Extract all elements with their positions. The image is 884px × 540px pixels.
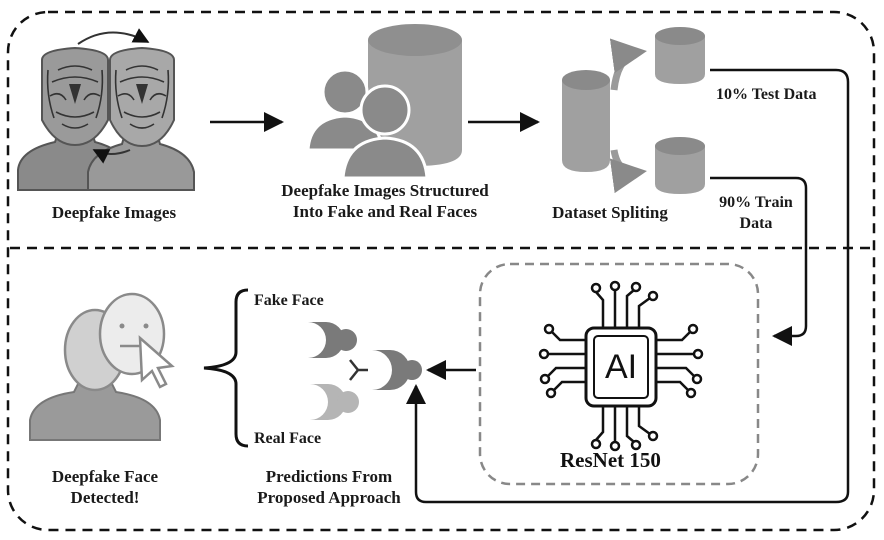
cursor-icon [138, 335, 175, 389]
label-real-face: Real Face [254, 428, 354, 449]
label-train-data-line2: Data [739, 215, 773, 232]
label-detected: Deepfake Face Detected! [20, 466, 190, 508]
outer-frame [6, 10, 876, 532]
label-fake-face-line1: Fake Face [254, 292, 324, 309]
label-real-face-line1: Real Face [254, 430, 322, 447]
arrow-test-data-to-node [406, 68, 850, 504]
arrow-train-data-to-model [710, 176, 808, 346]
label-fake-face: Fake Face [254, 290, 354, 311]
label-test-data: 10% Test Data [716, 84, 846, 105]
neural-node-icon [310, 384, 359, 420]
chip-text: AI [605, 348, 637, 386]
dataset-split-icon [562, 38, 647, 194]
database-icon [655, 137, 705, 194]
neural-node-icon [308, 322, 357, 358]
face-mesh-icon [17, 28, 195, 191]
model-name-text: ResNet 150 [560, 448, 661, 472]
label-structured-line1: Deepfake Images Structured [281, 181, 489, 200]
label-predictions-line2: Proposed Approach [257, 488, 401, 507]
model-name: ResNet 150 [560, 448, 661, 473]
label-detected-line2: Detected! [70, 488, 140, 507]
label-splitting-line1: Dataset Spliting [552, 203, 668, 222]
database-icon [655, 27, 705, 84]
label-predictions-line1: Predictions From [265, 467, 393, 486]
label-test-data-line1: 10% Test Data [716, 86, 817, 103]
label-detected-line1: Deepfake Face [51, 467, 159, 486]
prediction-brace [203, 288, 249, 448]
label-train-data: 90% Train Data [706, 192, 806, 234]
neural-node-icon [372, 350, 422, 390]
label-deepfake-images: Deepfake Images [24, 202, 204, 223]
database-users-icon [306, 24, 462, 180]
model-box [478, 262, 760, 486]
label-splitting: Dataset Spliting [530, 202, 690, 223]
merge-connector [349, 359, 368, 381]
label-structured: Deepfake Images Structured Into Fake and… [256, 180, 514, 222]
label-predictions: Predictions From Proposed Approach [236, 466, 422, 508]
label-train-data-line1: 90% Train [719, 194, 793, 211]
label-structured-line2: Into Fake and Real Faces [292, 202, 478, 221]
label-deepfake-images-line1: Deepfake Images [51, 203, 177, 222]
ai-chip-icon: AI [538, 280, 704, 452]
